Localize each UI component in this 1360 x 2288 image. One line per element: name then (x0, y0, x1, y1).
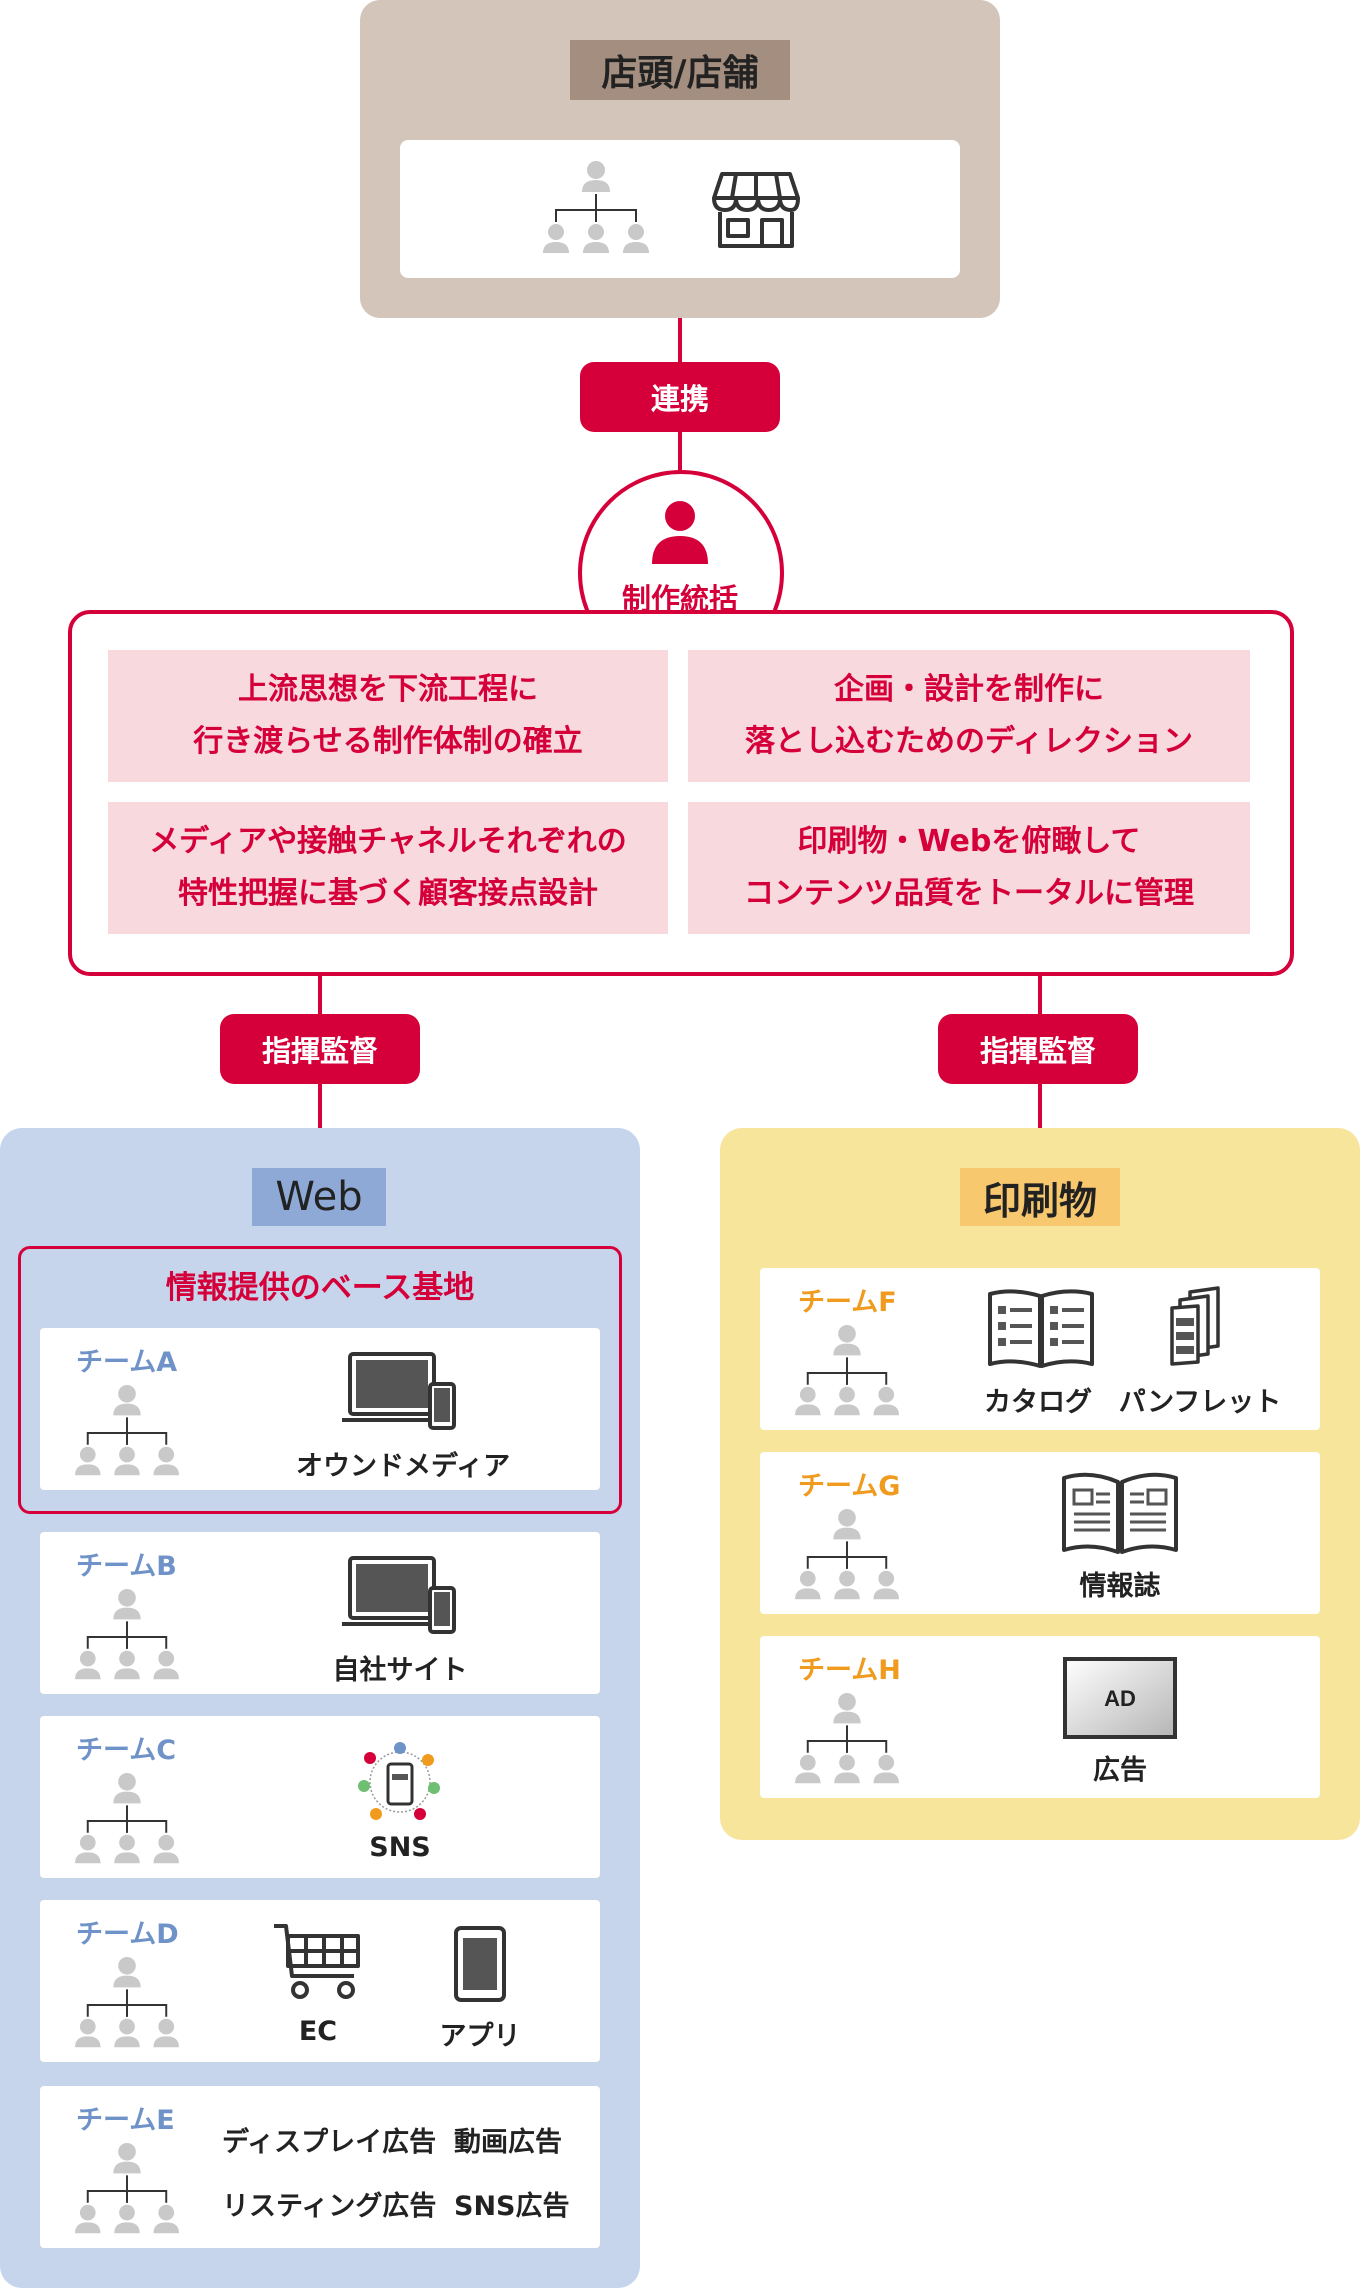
org-chart-icon (72, 1586, 182, 1694)
org-chart-icon (72, 2140, 182, 2248)
media-label: 動画広告 (454, 2127, 562, 2158)
org-chart-icon (72, 1954, 182, 2062)
media-label: カタログ (984, 1387, 1092, 1418)
media-label: ディスプレイ広告 (222, 2127, 437, 2158)
person-icon (652, 501, 708, 564)
supervise-badge-print: 指揮監督 (938, 1014, 1138, 1084)
team-name: チームH (798, 1655, 901, 1686)
store-title: 店頭/店舗 (570, 40, 790, 100)
production-cell: メディアや接触チャネルそれぞれの 特性把握に基づく顧客接点設計 (108, 802, 668, 934)
connector-store (678, 318, 682, 362)
team-name: チームC (76, 1735, 177, 1766)
media-label: SNS広告 (454, 2191, 570, 2222)
base-label: 情報提供のベース基地 (165, 1270, 475, 1306)
magazine-icon (1062, 1472, 1178, 1554)
org-chart-icon (792, 1322, 902, 1430)
store-inner-card (400, 140, 960, 278)
production-cell: 印刷物・Webを俯瞰して コンテンツ品質をトータルに管理 (688, 802, 1250, 934)
media-label: 情報誌 (1079, 1571, 1161, 1602)
media-label: 広告 (1093, 1755, 1147, 1786)
laptop-phone-icon (342, 1556, 456, 1634)
org-chart-icon (543, 161, 649, 253)
team-name: チームE (76, 2105, 175, 2136)
team-name: チームA (76, 1347, 178, 1378)
link-badge: 連携 (580, 362, 780, 432)
connector-print (1038, 976, 1042, 1014)
ad-icon: AD (1063, 1657, 1177, 1739)
pamphlet-icon (1170, 1286, 1220, 1366)
org-chart-icon (792, 1690, 902, 1798)
web-title: Web (252, 1168, 386, 1226)
org-chart-icon (72, 1770, 182, 1878)
storefront-icon (712, 172, 800, 248)
shopping-cart-icon (274, 1924, 360, 1999)
sns-network-icon (358, 1742, 440, 1820)
team-name: チームG (798, 1471, 901, 1502)
media-label: アプリ (439, 2021, 521, 2052)
ad-text: AD (1104, 1686, 1136, 1711)
supervise-badge-web: 指揮監督 (220, 1014, 420, 1084)
team-name: チームB (76, 1551, 177, 1582)
connector-web (318, 976, 322, 1014)
media-label: オウンドメディア (296, 1451, 511, 1482)
team-name: チームD (76, 1919, 179, 1950)
media-label: 自社サイト (332, 1655, 468, 1686)
media-label: EC (298, 2016, 338, 2047)
team-name: チームF (798, 1287, 897, 1318)
connector-link (678, 432, 682, 474)
print-title: 印刷物 (960, 1168, 1120, 1226)
production-cell: 上流思想を下流工程に 行き渡らせる制作体制の確立 (108, 650, 668, 782)
org-chart-icon (792, 1506, 902, 1614)
production-cell: 企画・設計を制作に 落とし込むためのディレクション (688, 650, 1250, 782)
media-label: パンフレット (1118, 1387, 1282, 1418)
catalog-icon (988, 1289, 1094, 1368)
base-highlight-frame (18, 1246, 622, 1514)
media-label: リスティング広告 (222, 2191, 437, 2222)
media-label: SNS (369, 1832, 431, 1863)
connector-print-lower (1038, 1084, 1042, 1128)
smartphone-icon (454, 1926, 506, 2002)
production-label: 制作統括 (621, 582, 738, 616)
connector-web-lower (318, 1084, 322, 1128)
laptop-phone-icon (342, 1352, 456, 1430)
org-chart-icon (72, 1382, 182, 1490)
